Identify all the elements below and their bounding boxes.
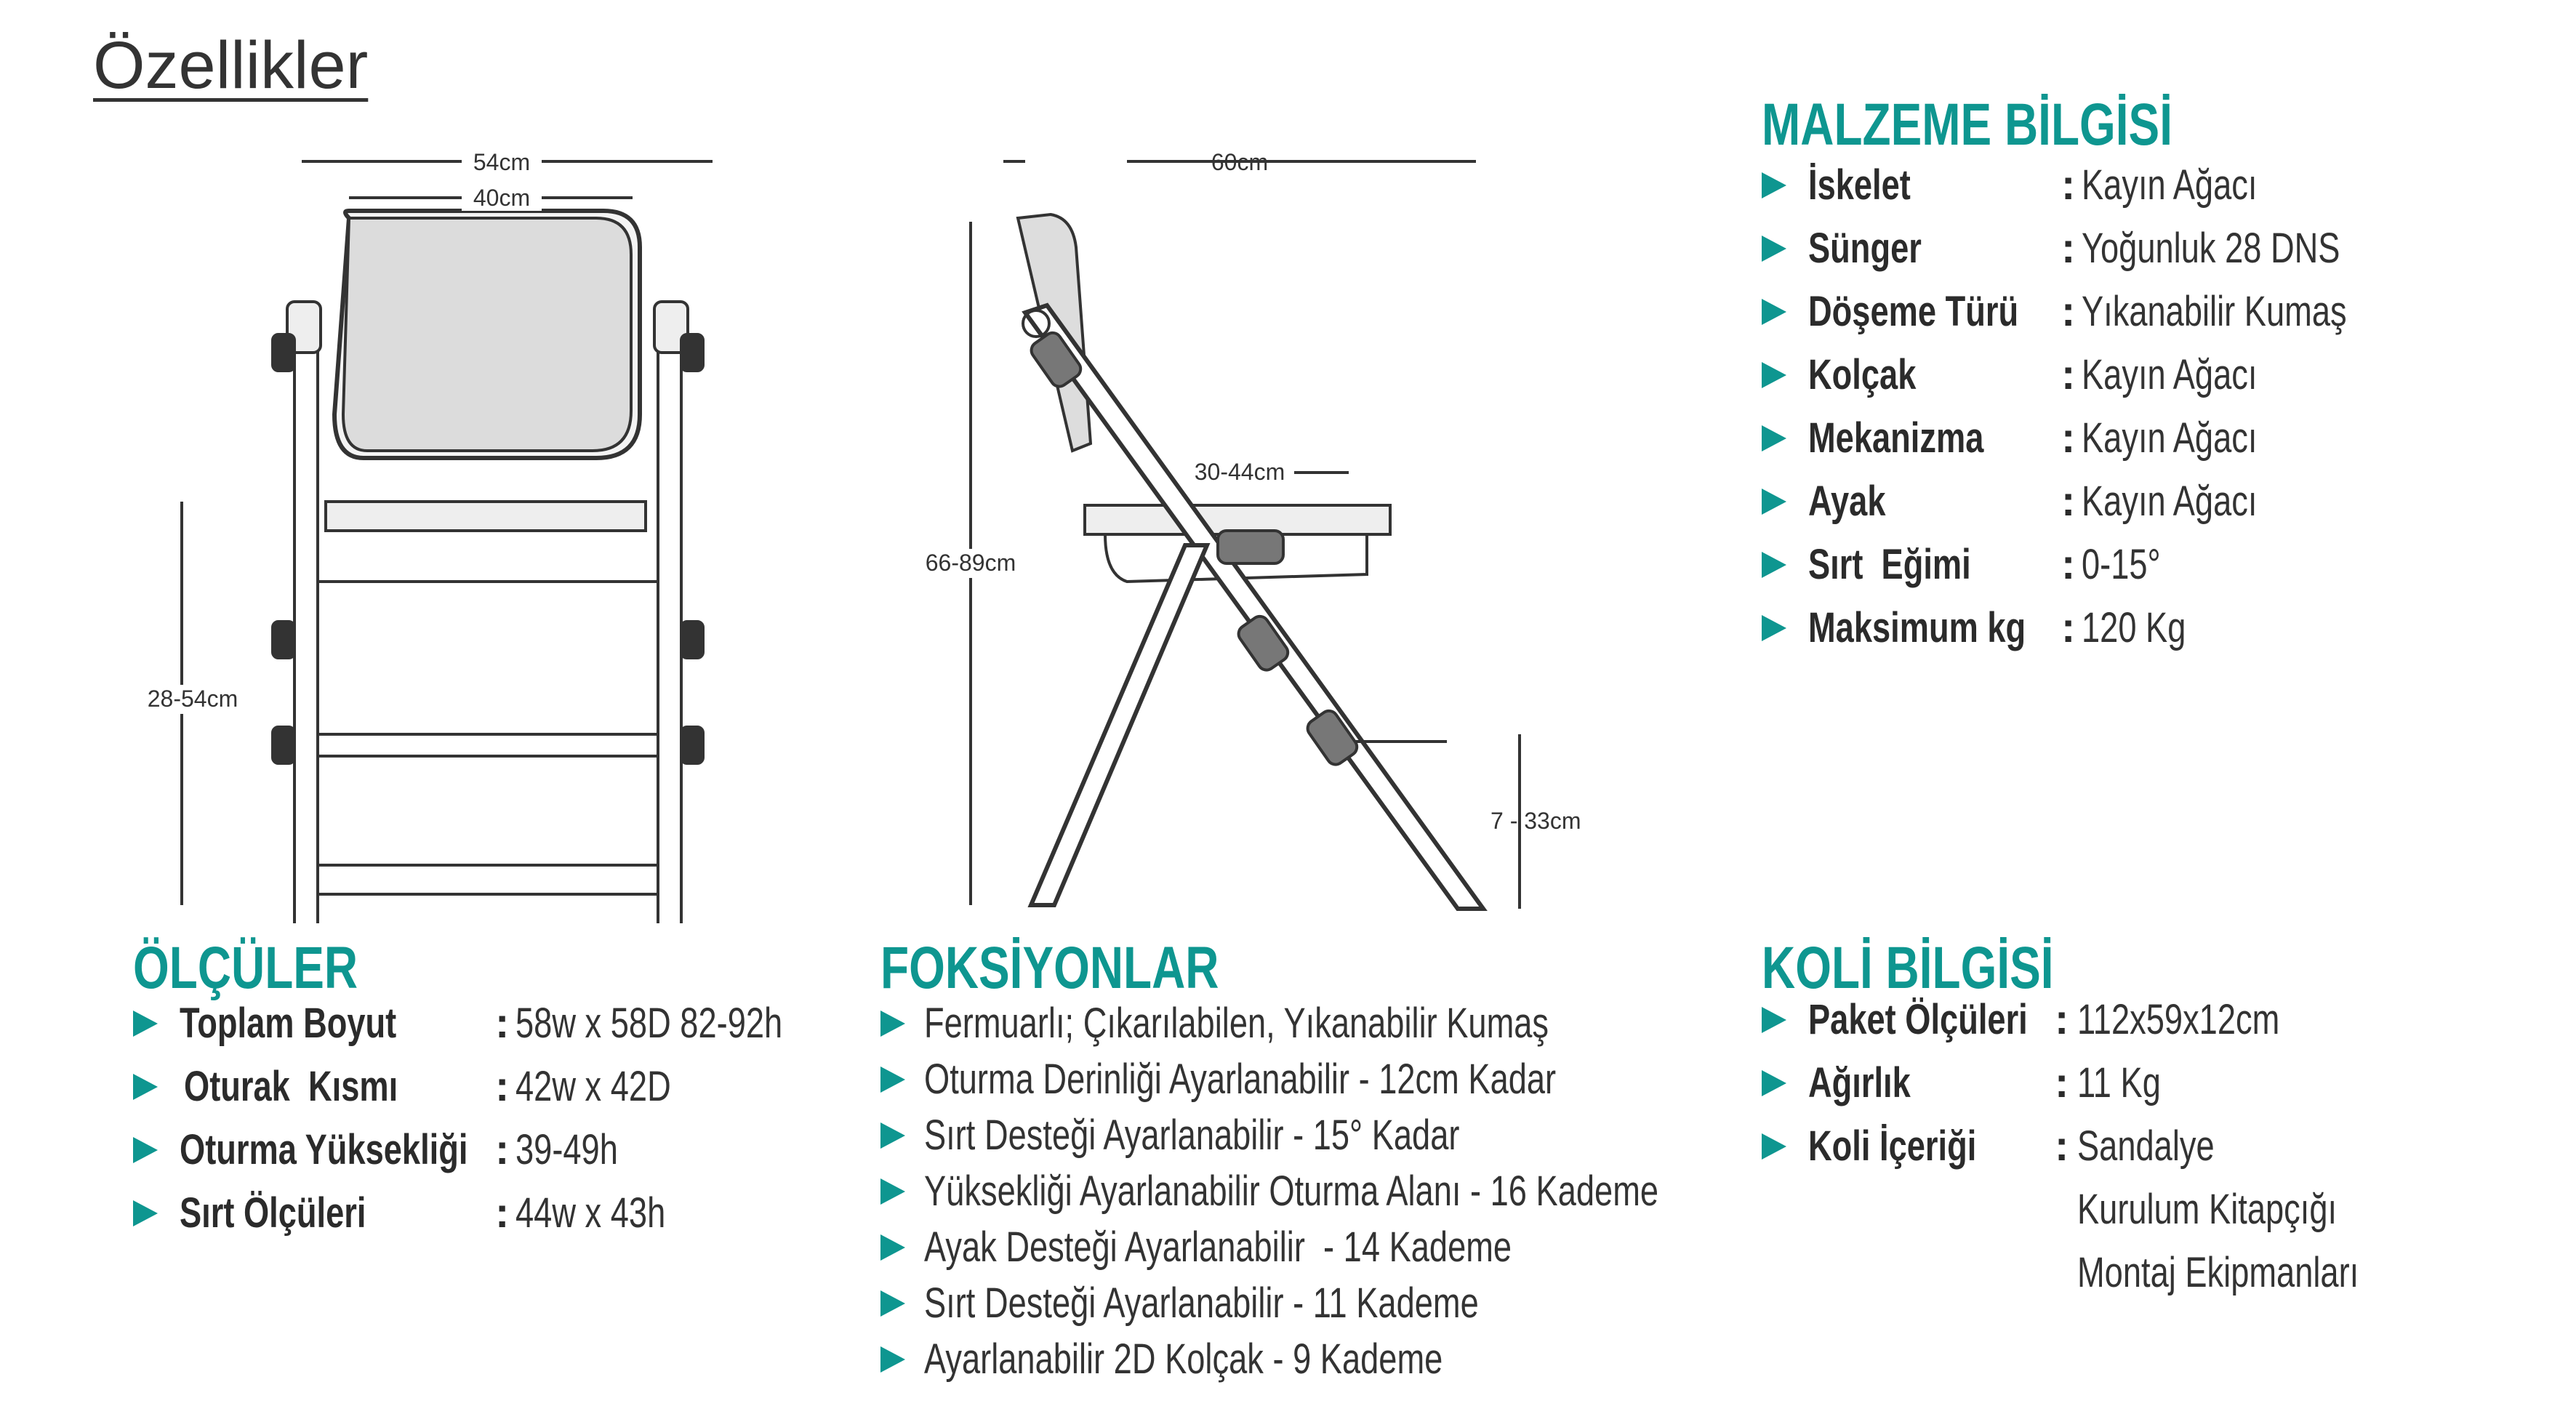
olculer-row: Toplam Boyut:58w x 58D 82-92h: [133, 995, 787, 1053]
malzeme-row: Kolçak:Kayın Ağacı: [1762, 346, 2416, 404]
bullet-triangle-icon: [1762, 615, 1786, 641]
olculer-row: Oturma Yüksekliği:39-49h: [133, 1121, 787, 1179]
koli-extra-item: Montaj Ekipmanları: [2077, 1249, 2359, 1296]
fonksiyonlar-heading: FOKSİYONLAR: [880, 935, 1219, 1001]
olculer-row: Sırt Ölçüleri:44w x 43h: [133, 1184, 787, 1242]
front-view-diagram: 54cm 40cm 28-54cm: [138, 149, 713, 923]
bullet-triangle-icon: [1762, 425, 1786, 451]
bullet-triangle-icon: [880, 1178, 905, 1205]
dim-footrest: 7 - 33cm: [1490, 808, 1581, 834]
dim-outer-width: 54cm: [473, 149, 530, 175]
olculer-list: Toplam Boyut:58w x 58D 82-92h Oturak Kıs…: [133, 995, 787, 1256]
bullet-triangle-icon: [1762, 362, 1786, 388]
bullet-triangle-icon: [880, 1122, 905, 1149]
malzeme-list: İskelet:Kayın Ağacı Sünger:Yoğunluk 28 D…: [1762, 156, 2416, 665]
dim-height: 28-54cm: [148, 686, 238, 712]
malzeme-row: Sünger:Yoğunluk 28 DNS: [1762, 220, 2416, 278]
bullet-triangle-icon: [133, 1137, 158, 1163]
malzeme-row: Sırt Eğimi:0-15°: [1762, 536, 2416, 594]
bullet-triangle-icon: [1762, 552, 1786, 578]
bullet-triangle-icon: [1762, 1133, 1786, 1160]
bullet-triangle-icon: [1762, 299, 1786, 325]
malzeme-row: Maksimum kg:120 Kg: [1762, 599, 2416, 657]
fonksiyonlar-list: Fermuarlı; Çıkarılabilen, Yıkanabilir Ku…: [880, 995, 1717, 1402]
koli-extra-item: Kurulum Kitapçığı: [2077, 1186, 2338, 1233]
dim-seat-depth: 30-44cm: [1195, 459, 1285, 485]
bullet-triangle-icon: [1762, 172, 1786, 198]
page-title: Özellikler: [93, 28, 369, 103]
bullet-triangle-icon: [880, 1346, 905, 1373]
malzeme-row: Döşeme Türü:Yıkanabilir Kumaş: [1762, 283, 2416, 341]
koli-heading: KOLİ BİLGİSİ: [1762, 935, 2054, 1001]
bullet-triangle-icon: [880, 1234, 905, 1261]
side-view-diagram: 60cm 30-44cm 66-89cm 7 - 33cm: [923, 149, 1581, 911]
bullet-triangle-icon: [880, 1011, 905, 1037]
dim-inner-width: 40cm: [473, 185, 530, 211]
malzeme-heading: MALZEME BİLGİSİ: [1762, 92, 2172, 158]
olculer-row: Oturak Kısmı:42w x 42D: [133, 1058, 787, 1116]
bullet-triangle-icon: [1762, 1070, 1786, 1096]
malzeme-row: İskelet:Kayın Ağacı: [1762, 156, 2416, 214]
dim-overall-height: 66-89cm: [926, 550, 1016, 576]
bullet-triangle-icon: [880, 1066, 905, 1093]
koli-list: Paket Ölçüleri:112x59x12cm Ağırlık:11 Kg…: [1762, 991, 2416, 1325]
koli-row: Paket Ölçüleri:112x59x12cm: [1762, 991, 2416, 1049]
koli-row: Ağırlık:11 Kg: [1762, 1054, 2416, 1112]
olculer-heading: ÖLÇÜLER: [133, 935, 358, 1001]
bullet-triangle-icon: [1762, 1007, 1786, 1033]
bullet-triangle-icon: [133, 1011, 158, 1037]
malzeme-row: Mekanizma:Kayın Ağacı: [1762, 409, 2416, 467]
malzeme-row: Ayak:Kayın Ağacı: [1762, 473, 2416, 531]
dim-depth: 60cm: [1211, 149, 1268, 175]
bullet-triangle-icon: [880, 1290, 905, 1317]
bullet-triangle-icon: [1762, 236, 1786, 262]
bullet-triangle-icon: [1762, 489, 1786, 515]
koli-row: Koli İçeriği:Sandalye: [1762, 1117, 2416, 1176]
bullet-triangle-icon: [133, 1074, 158, 1100]
bullet-triangle-icon: [133, 1200, 158, 1226]
